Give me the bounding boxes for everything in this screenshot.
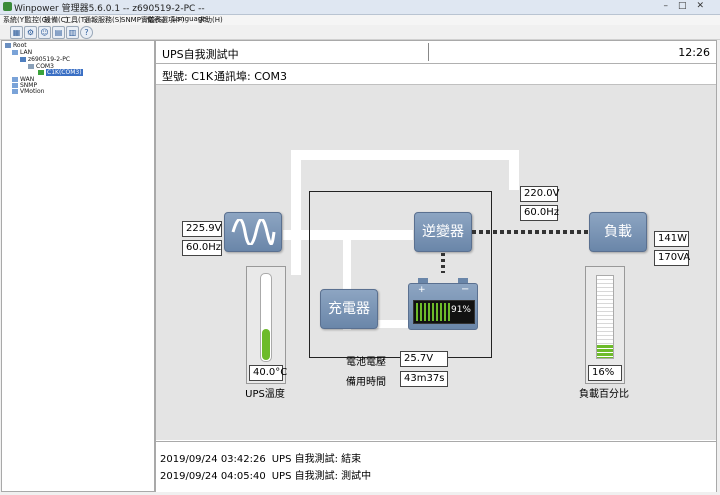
temp-tube [260,273,272,362]
menu-language[interactable]: Language [172,15,207,23]
load-level [597,345,613,358]
battery-percent: 91% [450,305,471,315]
port-icon [28,64,34,69]
output-line [472,230,589,234]
status-divider [428,43,429,61]
main-panel: UPS自我測試中 12:26 型號: C1K 通訊埠: COM3 225.9V … [155,40,717,492]
load-watts: 141W [654,231,689,247]
info-line: 型號: C1K 通訊埠: COM3 [156,64,716,85]
port-label: 通訊埠: COM3 [214,70,288,83]
output-frequency: 60.0Hz [520,205,559,221]
load-percent-value: 16% [588,365,622,381]
computer-icon [20,57,26,62]
table-icon[interactable]: ▥ [66,26,79,39]
battery-terminal-negative [458,278,468,283]
tree-node-lan[interactable]: LAN [12,49,32,56]
backup-time-label: 備用時間 [346,377,386,388]
ups-temp-gauge: 40.0°C [246,266,287,384]
charger-block[interactable]: 充電器 [320,289,378,329]
tree-node-vmotion[interactable]: VMotion [12,88,44,95]
load-block[interactable]: 負載 [589,212,647,252]
minus-icon: − [461,284,470,295]
menu-snmp[interactable]: SNMP實驗(S) [121,16,165,24]
user-icon[interactable]: ☺ [38,26,51,39]
status-bar: UPS自我測試中 12:26 [156,41,716,64]
menu-system[interactable]: 系統(Y) [3,16,27,24]
battery-voltage-label: 電池電壓 [346,357,386,368]
menu-tools[interactable]: 工具(T) [64,16,88,24]
app-icon [3,2,12,11]
device-tree: Root LAN z690519-2-PC COM3 C1K(COM3) WAN… [1,40,155,492]
ups-temp-label: UPS溫度 [245,389,285,400]
network-icon [12,83,18,88]
tree-node-wan[interactable]: WAN [12,76,34,83]
network-icon [12,77,18,82]
bypass-pipe-right [509,150,519,190]
monitor-icon[interactable]: ▦ [10,26,23,39]
tree-node-com[interactable]: COM3 [28,63,54,70]
root-icon [5,43,11,48]
ups-icon [38,70,44,75]
network-icon [12,50,18,55]
backup-time-value: 43m37s [400,371,448,387]
battery-display: 91% [413,300,475,324]
maximize-icon[interactable]: □ [677,1,697,11]
battery-voltage-value: 25.7V [400,351,448,367]
charger-pipe [343,230,351,330]
load-percent-label: 負載百分比 [579,389,629,400]
tree-node-root[interactable]: Root [5,42,27,49]
menu-monitor[interactable]: 監控(G) [25,16,50,24]
tree-node-pc[interactable]: z690519-2-PC [20,56,70,63]
inverter-battery-link [441,253,445,273]
plus-icon: + [418,285,426,295]
title-bar: Winpower 管理器5.6.0.1 -- z690519-2-PC -- –… [0,0,720,15]
menu-device[interactable]: 設備(C) [44,16,69,24]
tree-node-device[interactable]: C1K(COM3) [38,69,83,76]
ups-temp-value: 40.0°C [249,365,287,381]
bypass-pipe-top [291,150,519,160]
status-text: UPS自我測試中 [162,48,239,61]
ac-input-block[interactable] [224,212,282,252]
toolbar: ▦ ⚙ ☺ ▤ ▥ ? [0,25,720,40]
window-controls[interactable]: –□✕ [663,1,714,11]
tree-node-snmp[interactable]: SNMP [12,82,37,89]
menu-help[interactable]: 求助(H) [198,16,223,24]
sine-wave-icon [231,217,276,247]
temp-level [262,329,270,360]
battery-block[interactable]: + − 91% [408,278,478,330]
menu-bar: 系統(Y) 監控(G) 設備(C) 工具(T) 通報服務(S) SNMP實驗(S… [0,15,720,25]
charger-link-pipe [351,320,408,328]
input-frequency: 60.0Hz [182,240,222,256]
bypass-pipe-left [291,150,301,275]
network-icon [12,89,18,94]
model-label: 型號: C1K [162,70,214,83]
window-title: Winpower 管理器5.6.0.1 -- z690519-2-PC -- [14,4,205,14]
menu-notify[interactable]: 通報服務(S) [84,16,122,24]
battery-terminal-positive [418,278,428,283]
output-voltage: 220.0V [520,186,559,202]
input-voltage: 225.9V [182,221,222,237]
document-icon[interactable]: ▤ [52,26,65,39]
menu-options[interactable]: 儀表選項(F) [147,16,185,24]
battery-level-bar [416,303,452,321]
load-bar [596,275,614,359]
battery-body: + − 91% [408,283,478,330]
close-icon[interactable]: ✕ [696,1,714,11]
settings-icon[interactable]: ⚙ [24,26,37,39]
ups-diagram: 225.9V 60.0Hz 逆變器 充電器 + − 91% 220.0V 60.… [156,85,716,440]
inverter-block[interactable]: 逆變器 [414,212,472,252]
help-icon[interactable]: ? [80,26,93,39]
status-time: 12:26 [678,46,710,59]
load-va: 170VA [654,250,690,266]
minimize-icon[interactable]: – [663,1,678,11]
load-percent-gauge: 16% [585,266,625,384]
